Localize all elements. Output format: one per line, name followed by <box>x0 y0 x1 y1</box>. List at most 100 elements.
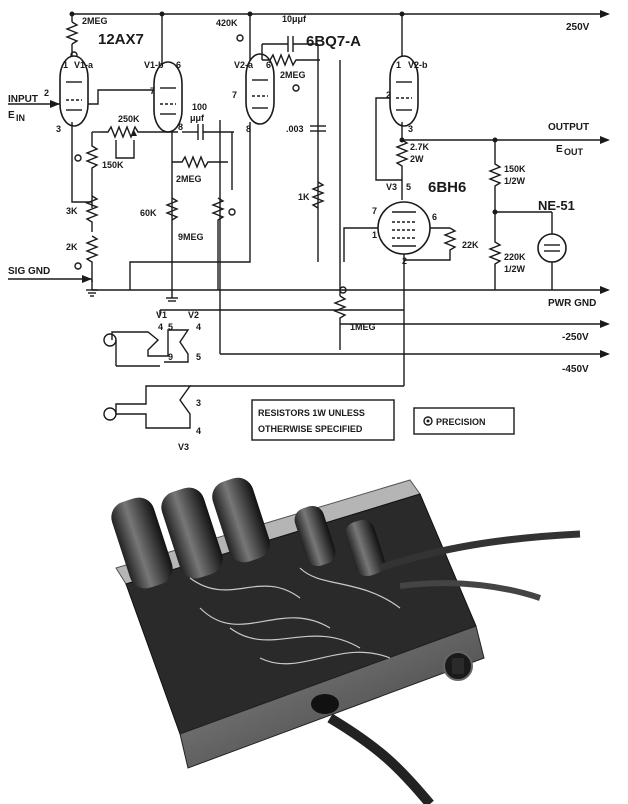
cable <box>327 713 434 804</box>
svg-text:7: 7 <box>150 86 155 96</box>
svg-text:420K: 420K <box>216 18 238 28</box>
svg-text:V3: V3 <box>386 182 397 192</box>
svg-text:2: 2 <box>386 90 391 100</box>
label-input: INPUT <box>8 94 38 105</box>
svg-text:1MEG: 1MEG <box>350 322 376 332</box>
label-250v: 250V <box>566 22 590 33</box>
svg-text:1: 1 <box>63 60 68 70</box>
heater-v1-v2 <box>111 329 190 363</box>
svg-text:V3: V3 <box>178 442 189 452</box>
arrow-250v <box>600 10 610 18</box>
svg-text:3: 3 <box>56 124 61 134</box>
svg-text:150K: 150K <box>504 164 526 174</box>
svg-text:6: 6 <box>432 212 437 222</box>
svg-text:7: 7 <box>372 206 377 216</box>
svg-text:V1-b: V1-b <box>144 60 164 70</box>
label-ne51: NE-51 <box>538 198 575 213</box>
resistor-150k-b <box>488 140 502 212</box>
svg-text:60K: 60K <box>140 208 157 218</box>
svg-text:1/2W: 1/2W <box>504 176 526 186</box>
schematic-diagram: 250V 2MEG 12AX7 1 V1-a 2 3 INPUT E IN V1… <box>8 10 610 452</box>
svg-text:10μμf: 10μμf <box>282 14 307 24</box>
svg-text:V1: V1 <box>156 310 167 320</box>
svg-text:μμf: μμf <box>190 113 205 123</box>
heater-v3 <box>103 407 117 421</box>
svg-text:250K: 250K <box>118 114 140 124</box>
svg-text:6: 6 <box>176 60 181 70</box>
vacuum-tubes <box>111 477 385 589</box>
resistor-2.7k <box>395 139 409 200</box>
svg-text:PRECISION: PRECISION <box>436 417 486 427</box>
svg-text:1K: 1K <box>298 192 310 202</box>
svg-text:4: 4 <box>196 322 201 332</box>
svg-text:8: 8 <box>178 122 183 132</box>
resistor-60k <box>165 197 179 221</box>
svg-text:150K: 150K <box>102 160 124 170</box>
svg-text:2MEG: 2MEG <box>176 174 202 184</box>
note-box <box>251 399 395 441</box>
svg-text:5: 5 <box>168 322 173 332</box>
resistor-1k <box>311 181 325 209</box>
label-output: OUTPUT <box>548 122 589 133</box>
resistor-250k <box>100 125 178 139</box>
label-neg250: -250V <box>562 332 589 343</box>
svg-text:E: E <box>556 144 563 155</box>
resistor-1meg <box>333 295 347 350</box>
svg-text:3: 3 <box>408 124 413 134</box>
label-neg450: -450V <box>562 364 589 375</box>
resistor-2meg-top <box>65 21 79 45</box>
svg-text:1: 1 <box>372 230 377 240</box>
tube-type-6bq7a: 6BQ7-A <box>306 33 361 50</box>
svg-text:3K: 3K <box>66 206 78 216</box>
svg-text:220K: 220K <box>504 252 526 262</box>
svg-text:22K: 22K <box>462 240 479 250</box>
wiring <box>189 567 401 665</box>
svg-text:2.7K: 2.7K <box>410 142 430 152</box>
svg-text:2MEG: 2MEG <box>280 70 306 80</box>
label-2meg-top: 2MEG <box>82 16 108 26</box>
cable <box>378 530 581 572</box>
tube-type-12ax7: 12AX7 <box>98 31 144 48</box>
svg-text:3: 3 <box>196 398 201 408</box>
cable <box>399 580 541 601</box>
svg-text:V2: V2 <box>188 310 199 320</box>
resistor-150k <box>85 132 99 208</box>
resistor-22k <box>404 227 457 261</box>
svg-text:5: 5 <box>406 182 411 192</box>
resistor-9meg <box>211 197 225 290</box>
resistor-2meg-mid <box>172 155 228 169</box>
tube-type-6bh6: 6BH6 <box>428 179 466 196</box>
svg-text:9: 9 <box>168 352 173 362</box>
svg-text:6: 6 <box>266 60 271 70</box>
precision-legend-box <box>413 407 515 435</box>
svg-text:V2-a: V2-a <box>234 60 254 70</box>
svg-text:E: E <box>8 110 15 121</box>
svg-text:4: 4 <box>158 322 163 332</box>
svg-text:100: 100 <box>192 102 207 112</box>
grommet <box>311 694 339 714</box>
svg-text:RESISTORS 1W UNLESS: RESISTORS 1W UNLESS <box>258 408 365 418</box>
tube-v2a <box>245 53 275 125</box>
svg-text:1/2W: 1/2W <box>504 264 526 274</box>
svg-text:2W: 2W <box>410 154 424 164</box>
svg-text:9MEG: 9MEG <box>178 232 204 242</box>
label-sig-gnd: SIG GND <box>8 266 50 277</box>
svg-text:5: 5 <box>196 352 201 362</box>
svg-text:2: 2 <box>44 88 49 98</box>
resistor-2meg-fb <box>262 53 320 67</box>
svg-text:V2-b: V2-b <box>408 60 428 70</box>
chassis-photo <box>0 458 628 804</box>
svg-text:4: 4 <box>196 426 201 436</box>
resistor-2k <box>85 235 99 282</box>
resistor-3k <box>85 195 99 232</box>
label-pwr-gnd: PWR GND <box>548 298 596 309</box>
svg-text:8: 8 <box>246 124 251 134</box>
neon-lamp <box>537 233 567 263</box>
svg-text:OUT: OUT <box>564 147 584 157</box>
svg-text:2K: 2K <box>66 242 78 252</box>
svg-text:IN: IN <box>16 113 25 123</box>
resistor-220k <box>488 212 502 290</box>
svg-text:7: 7 <box>232 90 237 100</box>
tube-v2b <box>389 55 419 127</box>
svg-text:.003: .003 <box>286 124 304 134</box>
